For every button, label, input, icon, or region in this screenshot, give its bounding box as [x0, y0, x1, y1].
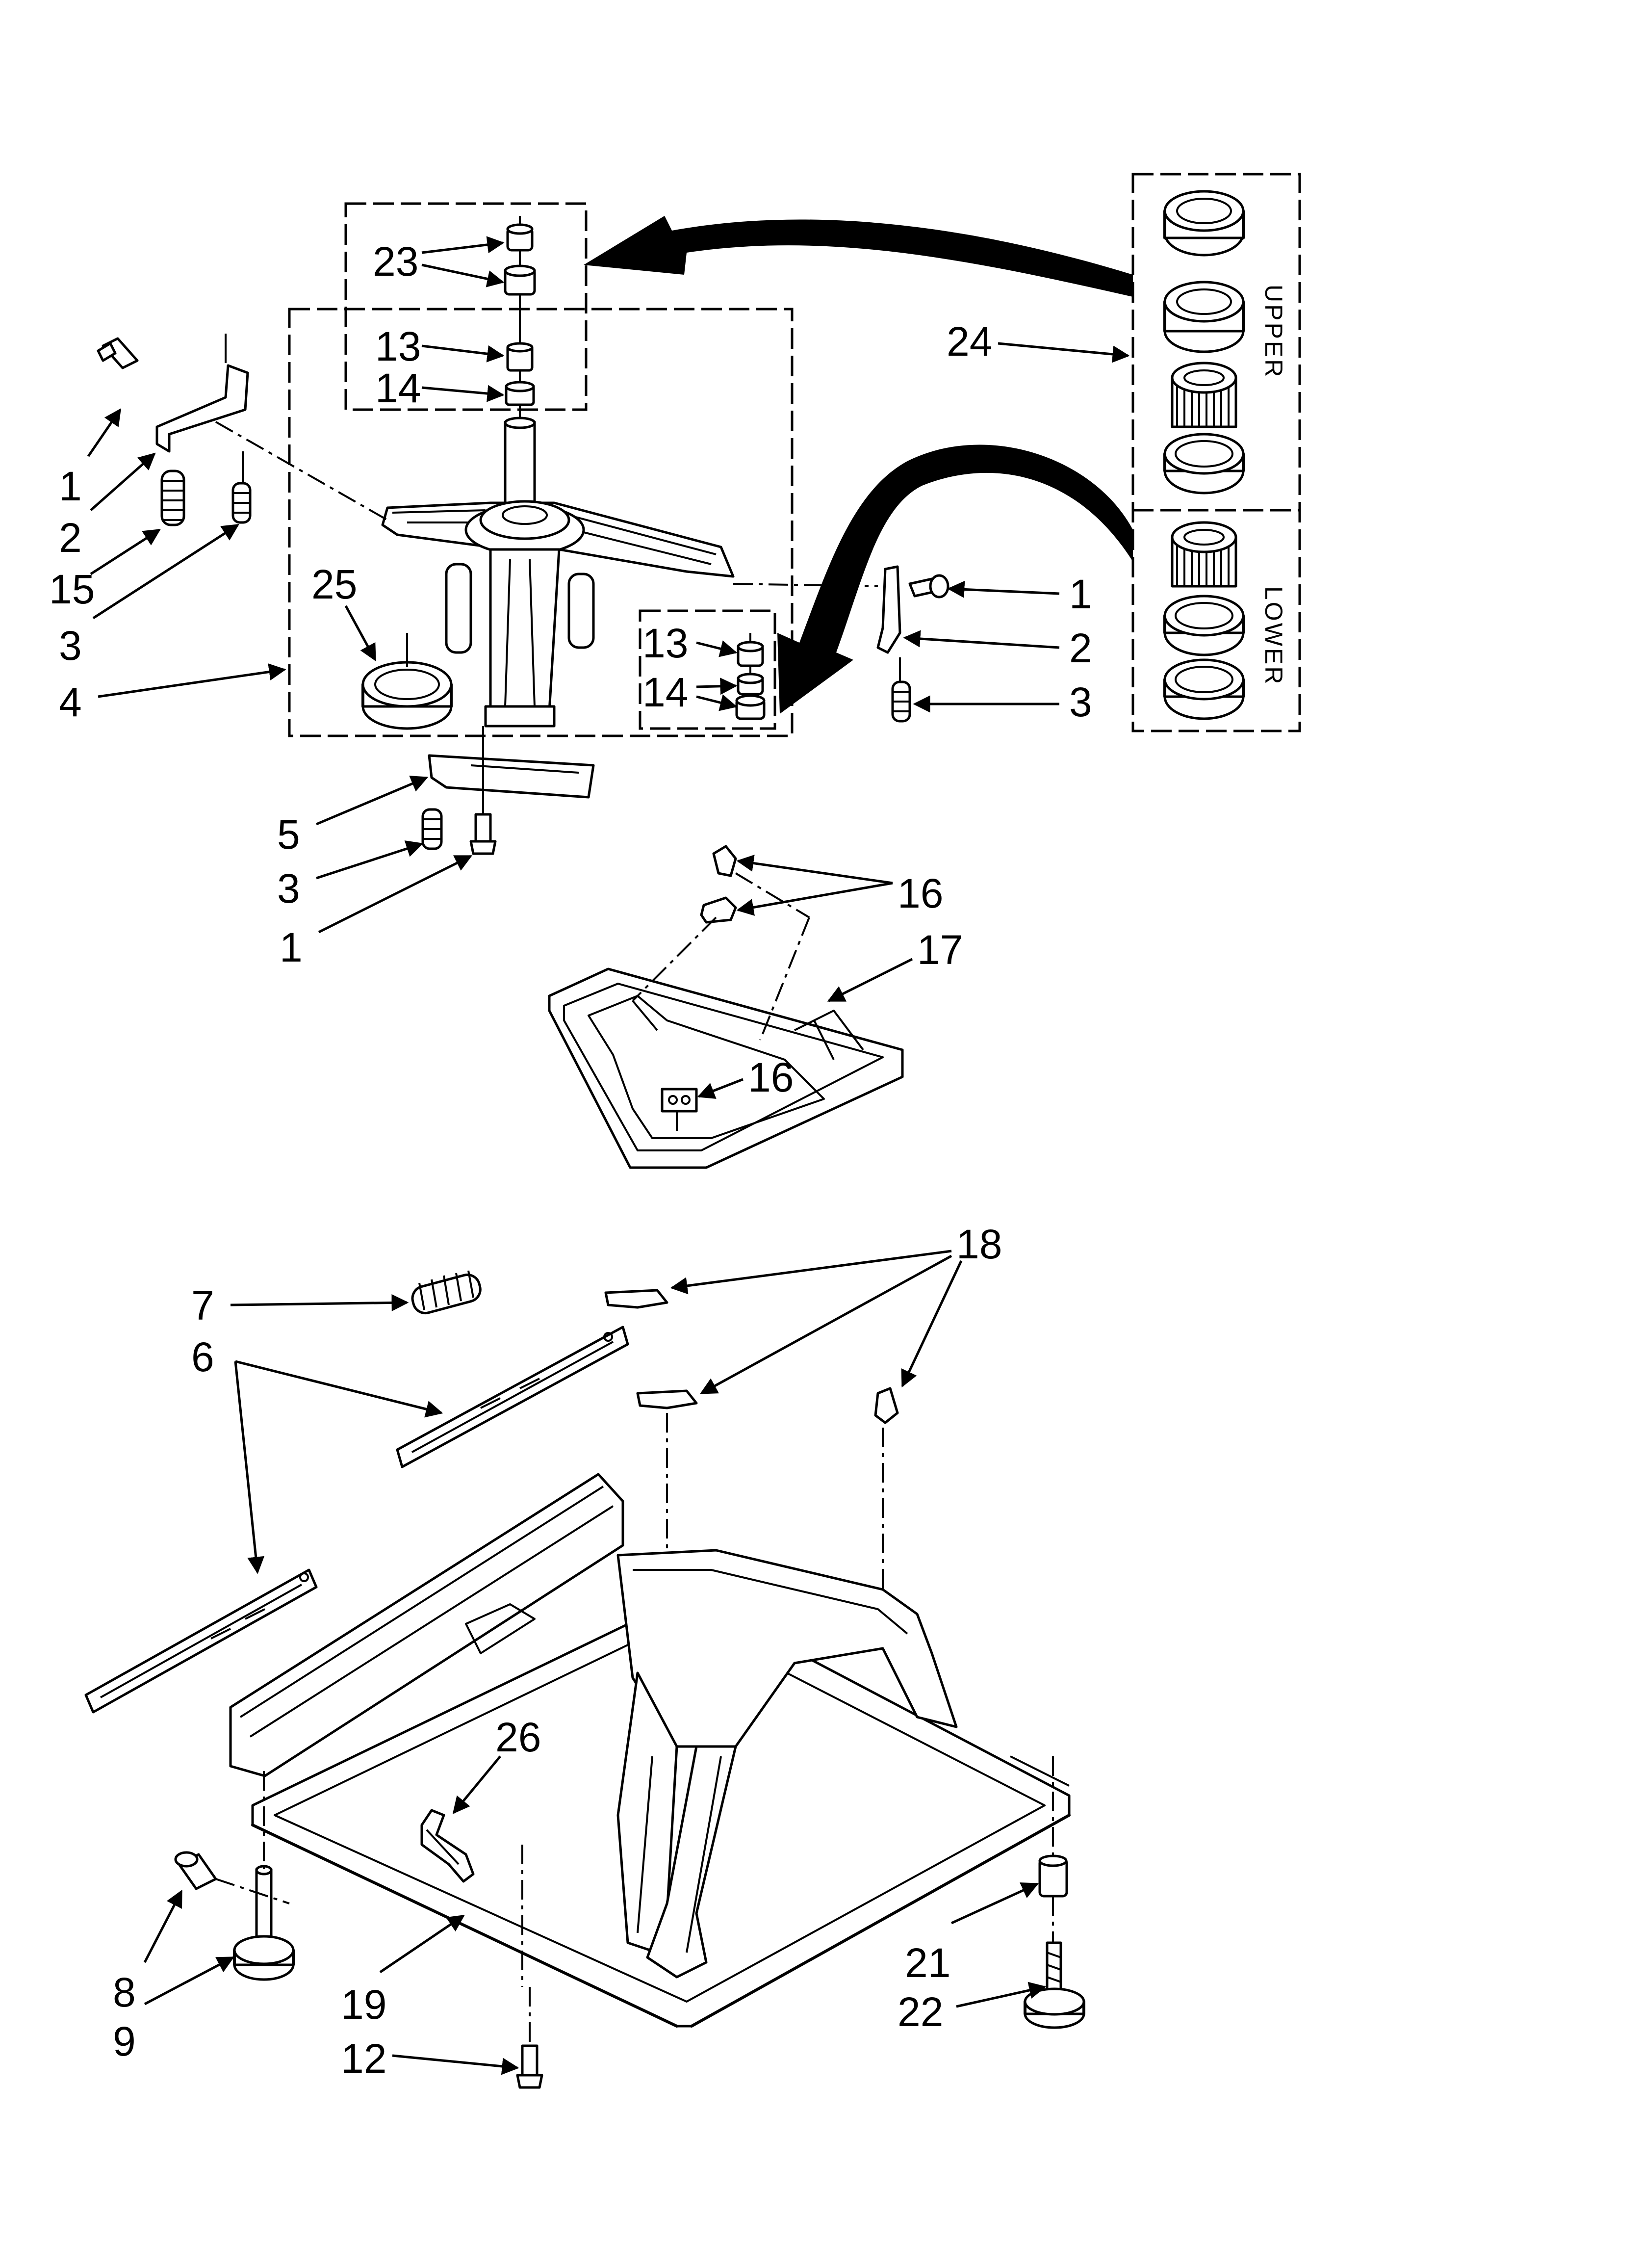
lower-bracket-assembly	[421, 726, 595, 855]
transmission-leg-left	[445, 563, 472, 654]
upper-gear	[1171, 362, 1237, 428]
upper-seal-1	[1163, 190, 1245, 257]
bolt-1c	[474, 813, 492, 843]
callout-numbers: 23 13 14 24 1 2 15 3 25 4 13 14 1 2 3 5 …	[49, 238, 1092, 2082]
bushing-14a	[505, 381, 535, 406]
lower-kit-arrow	[777, 444, 1133, 714]
callout-14-upper: 14	[375, 365, 421, 411]
callout-14-lower: 14	[642, 669, 688, 715]
transmission-leg-right	[567, 573, 595, 649]
callout-13-lower: 13	[642, 620, 688, 666]
callout-1-bottom: 1	[280, 924, 303, 970]
hold-down-clip-26	[420, 1809, 475, 1883]
clip-16a	[712, 845, 737, 877]
lower-kit-label: LOWER	[1260, 586, 1287, 686]
bracket-2a	[155, 364, 249, 453]
spring-7	[411, 1270, 482, 1315]
callout-5: 5	[277, 811, 300, 858]
callout-3-right: 3	[1069, 679, 1092, 725]
callout-19: 19	[341, 1981, 386, 2028]
callout-24: 24	[947, 318, 992, 365]
callout-23: 23	[373, 238, 418, 285]
callout-13-upper: 13	[375, 323, 421, 369]
transmission-tower	[489, 548, 561, 713]
callout-15: 15	[49, 566, 95, 612]
transmission-assembly	[215, 417, 735, 728]
leader-lines	[87, 236, 1130, 2075]
upper-kit-label: UPPER	[1260, 285, 1287, 379]
lower-kit-parts	[1163, 521, 1245, 720]
bracket-2b	[876, 565, 901, 654]
repair-kit-box	[1131, 173, 1301, 732]
bushing-23a	[506, 223, 534, 252]
springs-and-rails	[84, 1270, 629, 1714]
callout-17: 17	[917, 927, 963, 973]
upper-kit-arrow	[584, 216, 1133, 297]
lower-bearing-2	[1163, 658, 1245, 720]
upper-kit-parts	[1163, 190, 1245, 495]
callout-1-left: 1	[59, 463, 82, 509]
lower-bearing-box	[639, 609, 776, 730]
callout-7: 7	[191, 1282, 214, 1329]
clip-16b	[700, 896, 737, 924]
callout-3-bottom: 3	[277, 865, 300, 912]
lower-bushings	[735, 633, 766, 720]
foot-left	[174, 1771, 295, 1981]
upper-bearing	[1163, 433, 1245, 495]
callout-9: 9	[113, 2018, 136, 2064]
bearing-stack	[504, 216, 536, 427]
callout-16-top: 16	[898, 870, 943, 916]
callout-2-left: 2	[59, 515, 82, 561]
left-bracket-assembly	[97, 334, 252, 526]
callout-16-lower: 16	[748, 1054, 794, 1100]
callout-18: 18	[956, 1221, 1002, 1267]
callout-1-right: 1	[1069, 571, 1092, 617]
callout-3-left: 3	[59, 623, 82, 669]
callout-2-right: 2	[1069, 625, 1092, 671]
callout-21: 21	[905, 1940, 950, 1986]
lower-bearing-1	[1163, 595, 1245, 656]
transmission-box	[288, 308, 794, 737]
kit-arrows	[584, 216, 1133, 714]
bushing-13a	[506, 342, 534, 372]
right-bracket-assembly	[733, 565, 949, 723]
rail-6b	[84, 1568, 318, 1714]
callout-12: 12	[341, 2035, 386, 2082]
lower-gear	[1171, 521, 1237, 588]
group-boxes	[288, 173, 1301, 737]
drive-shaft	[504, 420, 536, 512]
callout-6: 6	[191, 1334, 214, 1380]
callout-4: 4	[59, 679, 82, 725]
clips-16	[632, 845, 810, 1041]
callout-8: 8	[113, 1969, 136, 2015]
callout-26: 26	[495, 1714, 541, 1760]
crossbrace-17	[548, 967, 904, 1169]
callout-25: 25	[311, 561, 357, 607]
seal-ring-25	[361, 633, 453, 730]
callout-22: 22	[898, 1989, 943, 2035]
bracket-5	[428, 754, 595, 799]
spring-15	[160, 469, 185, 526]
clip-18c	[874, 1387, 899, 1424]
clip-18b	[636, 1389, 698, 1409]
rail-6a	[396, 1326, 629, 1468]
bearing-kit-box	[344, 202, 588, 411]
clip-18a	[604, 1289, 668, 1309]
screw-12	[516, 1987, 543, 2089]
bushing-23b	[504, 264, 536, 296]
clip-16c	[661, 1088, 698, 1113]
upper-seal-2	[1163, 281, 1245, 353]
